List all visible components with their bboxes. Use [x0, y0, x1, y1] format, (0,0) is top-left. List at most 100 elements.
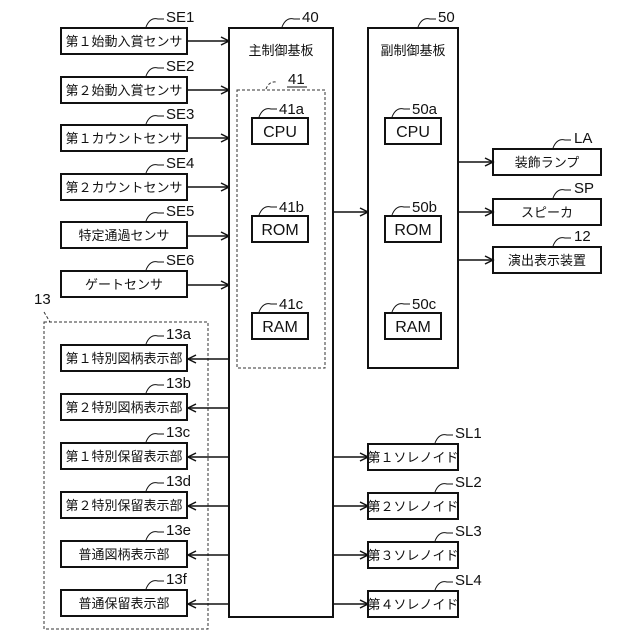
- leader-line: [435, 533, 453, 541]
- leader-line: [435, 582, 453, 590]
- sensor-label: 第１始動入賞センサ: [65, 35, 182, 50]
- sensor-label: 第２始動入賞センサ: [65, 84, 182, 99]
- display-13f: 普通保留表示部 13f: [61, 571, 229, 616]
- output-12: 演出表示装置 12: [458, 228, 601, 273]
- cpu-label: CPU: [396, 124, 430, 141]
- leader-line: [146, 19, 164, 27]
- leader-line: [146, 116, 164, 124]
- leader-line: [146, 581, 164, 589]
- leader-line: [146, 68, 164, 76]
- ref-label: 13b: [166, 375, 191, 392]
- ref-label: 13a: [166, 326, 192, 343]
- solenoid-SL1: 第１ソレノイド SL1: [333, 425, 482, 470]
- main-board-40: 主制御基板 40 41 CPU 41a ROM 41b RAM 41c: [229, 9, 333, 617]
- leader-line: [146, 165, 164, 173]
- ref-label: 50: [438, 9, 455, 26]
- ref-label: 40: [302, 9, 319, 26]
- ref-label: 50a: [412, 101, 438, 118]
- output-label: 装飾ランプ: [515, 156, 580, 171]
- solenoid-SL2: 第２ソレノイド SL2: [333, 474, 482, 519]
- solenoid-label: 第１ソレノイド: [367, 451, 458, 466]
- display-label: 第２特別図柄表示部: [65, 401, 182, 416]
- main-to-sub-connector: [333, 208, 368, 216]
- display-label: 普通図柄表示部: [78, 548, 169, 563]
- ram-label: RAM: [395, 319, 431, 336]
- display-13c: 第１特別保留表示部 13c: [61, 424, 229, 469]
- ref-label: SL2: [455, 474, 482, 491]
- sensor-label: 第１カウントセンサ: [65, 132, 182, 147]
- cpu-label: CPU: [263, 124, 297, 141]
- display-label: 普通保留表示部: [78, 597, 169, 612]
- sensor-SE5: 特定通過センサ SE5: [61, 203, 229, 248]
- ref-label: 50c: [412, 296, 437, 313]
- leader-line: [146, 434, 164, 442]
- group-ref-label: 13: [34, 291, 51, 308]
- ref-label: 13d: [166, 473, 191, 490]
- sensor-label: 第２カウントセンサ: [65, 181, 182, 196]
- leader-line: [146, 483, 164, 491]
- ref-label: LA: [574, 130, 592, 147]
- leader-line: [553, 190, 571, 198]
- output-SP: スピーカ SP: [458, 180, 601, 225]
- ref-label: SL4: [455, 572, 482, 589]
- sensor-label: ゲートセンサ: [85, 278, 163, 293]
- ref-label: 41c: [279, 296, 304, 313]
- solenoid-label: 第３ソレノイド: [367, 549, 458, 564]
- leader-line: [146, 213, 164, 221]
- leader-line: [435, 484, 453, 492]
- leader-line: [553, 238, 571, 246]
- ref-label: SE4: [166, 155, 194, 172]
- sub-board-50: 副制御基板 50 CPU 50a ROM 50b RAM 50c: [368, 9, 458, 368]
- display-13b: 第２特別図柄表示部 13b: [61, 375, 229, 420]
- sub-board-title: 副制御基板: [380, 44, 445, 59]
- leader-line: [146, 262, 164, 270]
- display-13e: 普通図柄表示部 13e: [61, 522, 229, 567]
- display-label: 第２特別保留表示部: [65, 499, 182, 514]
- display-13a: 第１特別図柄表示部 13a: [61, 326, 229, 371]
- sensor-label: 特定通過センサ: [78, 229, 169, 244]
- leader-line: [146, 385, 164, 393]
- leader-line: [282, 19, 300, 27]
- ref-label: SE3: [166, 106, 194, 123]
- ref-label: 41a: [279, 101, 305, 118]
- ref-label: 13f: [166, 571, 188, 588]
- ref-label: SP: [574, 180, 594, 197]
- ref-label: SL3: [455, 523, 482, 540]
- output-label: スピーカ: [521, 206, 573, 221]
- ref-label: SE5: [166, 203, 194, 220]
- ref-label: SE2: [166, 58, 194, 75]
- sensor-SE4: 第２カウントセンサ SE4: [61, 155, 229, 200]
- ref-label: 13c: [166, 424, 191, 441]
- ref-label: SE1: [166, 9, 194, 26]
- display-13d: 第２特別保留表示部 13d: [61, 473, 229, 518]
- sensor-SE3: 第１カウントセンサ SE3: [61, 106, 229, 151]
- leader-line: [44, 312, 50, 322]
- ref-label: 50b: [412, 199, 437, 216]
- rom-label: ROM: [394, 222, 431, 239]
- ref-label: 41b: [279, 199, 304, 216]
- leader-line: [418, 19, 436, 27]
- sensor-SE6: ゲートセンサ SE6: [61, 252, 229, 297]
- ram-label: RAM: [262, 319, 298, 336]
- display-label: 第１特別保留表示部: [65, 450, 182, 465]
- ref-label: 13e: [166, 522, 191, 539]
- main-board-title: 主制御基板: [248, 44, 313, 59]
- ref-label: SE6: [166, 252, 194, 269]
- rom-label: ROM: [261, 222, 298, 239]
- solenoid-SL3: 第３ソレノイド SL3: [333, 523, 482, 568]
- display-label: 第１特別図柄表示部: [65, 352, 182, 367]
- ref-label: SL1: [455, 425, 482, 442]
- sensor-SE2: 第２始動入賞センサ SE2: [61, 58, 229, 103]
- sensor-SE1: 第１始動入賞センサ SE1: [61, 9, 229, 54]
- solenoid-label: 第２ソレノイド: [367, 500, 458, 515]
- leader-line: [435, 435, 453, 443]
- output-LA: 装飾ランプ LA: [458, 130, 601, 175]
- solenoid-SL4: 第４ソレノイド SL4: [333, 572, 482, 617]
- solenoid-label: 第４ソレノイド: [367, 598, 458, 613]
- leader-line: [146, 336, 164, 344]
- leader-line: [553, 140, 571, 148]
- output-label: 演出表示装置: [508, 253, 586, 269]
- leader-line: [146, 532, 164, 540]
- ref-label: 12: [574, 228, 591, 245]
